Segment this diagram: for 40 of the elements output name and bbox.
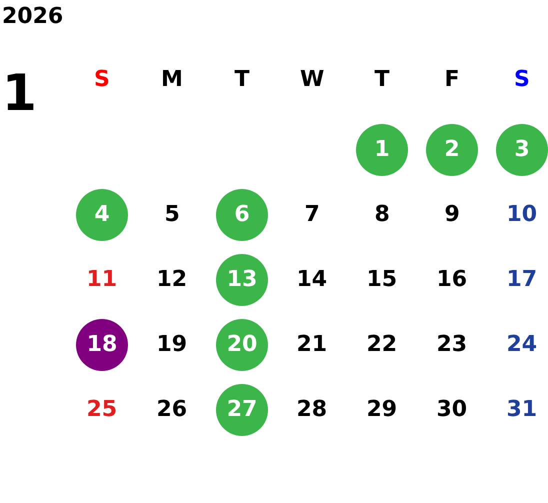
day-number: 12	[156, 269, 188, 291]
day-number: 31	[506, 399, 538, 421]
day-number: 29	[366, 399, 398, 421]
day-number: 25	[86, 399, 118, 421]
year-heading: 2026	[2, 6, 64, 28]
highlighted-date: 2	[426, 124, 478, 176]
highlighted-date: 1	[356, 124, 408, 176]
highlighted-date: 27	[216, 384, 268, 436]
weekday-header: T	[374, 69, 390, 91]
day-number: 28	[296, 399, 328, 421]
day-number: 14	[296, 269, 328, 291]
day-number: 24	[506, 334, 538, 356]
highlighted-date: 4	[76, 189, 128, 241]
month-number: 1	[2, 68, 37, 118]
highlighted-date: 6	[216, 189, 268, 241]
day-number: 21	[296, 334, 328, 356]
day-number: 7	[304, 204, 320, 226]
day-number: 26	[156, 399, 188, 421]
day-number: 16	[436, 269, 468, 291]
highlighted-date: 20	[216, 319, 268, 371]
weekday-header: T	[234, 69, 250, 91]
day-number: 15	[366, 269, 398, 291]
day-number: 5	[164, 204, 180, 226]
weekday-header: F	[444, 69, 460, 91]
day-number: 8	[374, 204, 390, 226]
weekday-header: M	[161, 69, 183, 91]
day-number: 22	[366, 334, 398, 356]
weekday-header: S	[514, 69, 530, 91]
day-number: 9	[444, 204, 460, 226]
day-number: 10	[506, 204, 538, 226]
weekday-header: S	[94, 69, 110, 91]
highlighted-date: 3	[496, 124, 548, 176]
highlighted-date: 18	[76, 319, 128, 371]
day-number: 11	[86, 269, 118, 291]
day-number: 23	[436, 334, 468, 356]
day-number: 30	[436, 399, 468, 421]
day-number: 19	[156, 334, 188, 356]
weekday-header: W	[300, 69, 324, 91]
day-number: 17	[506, 269, 538, 291]
highlighted-date: 13	[216, 254, 268, 306]
